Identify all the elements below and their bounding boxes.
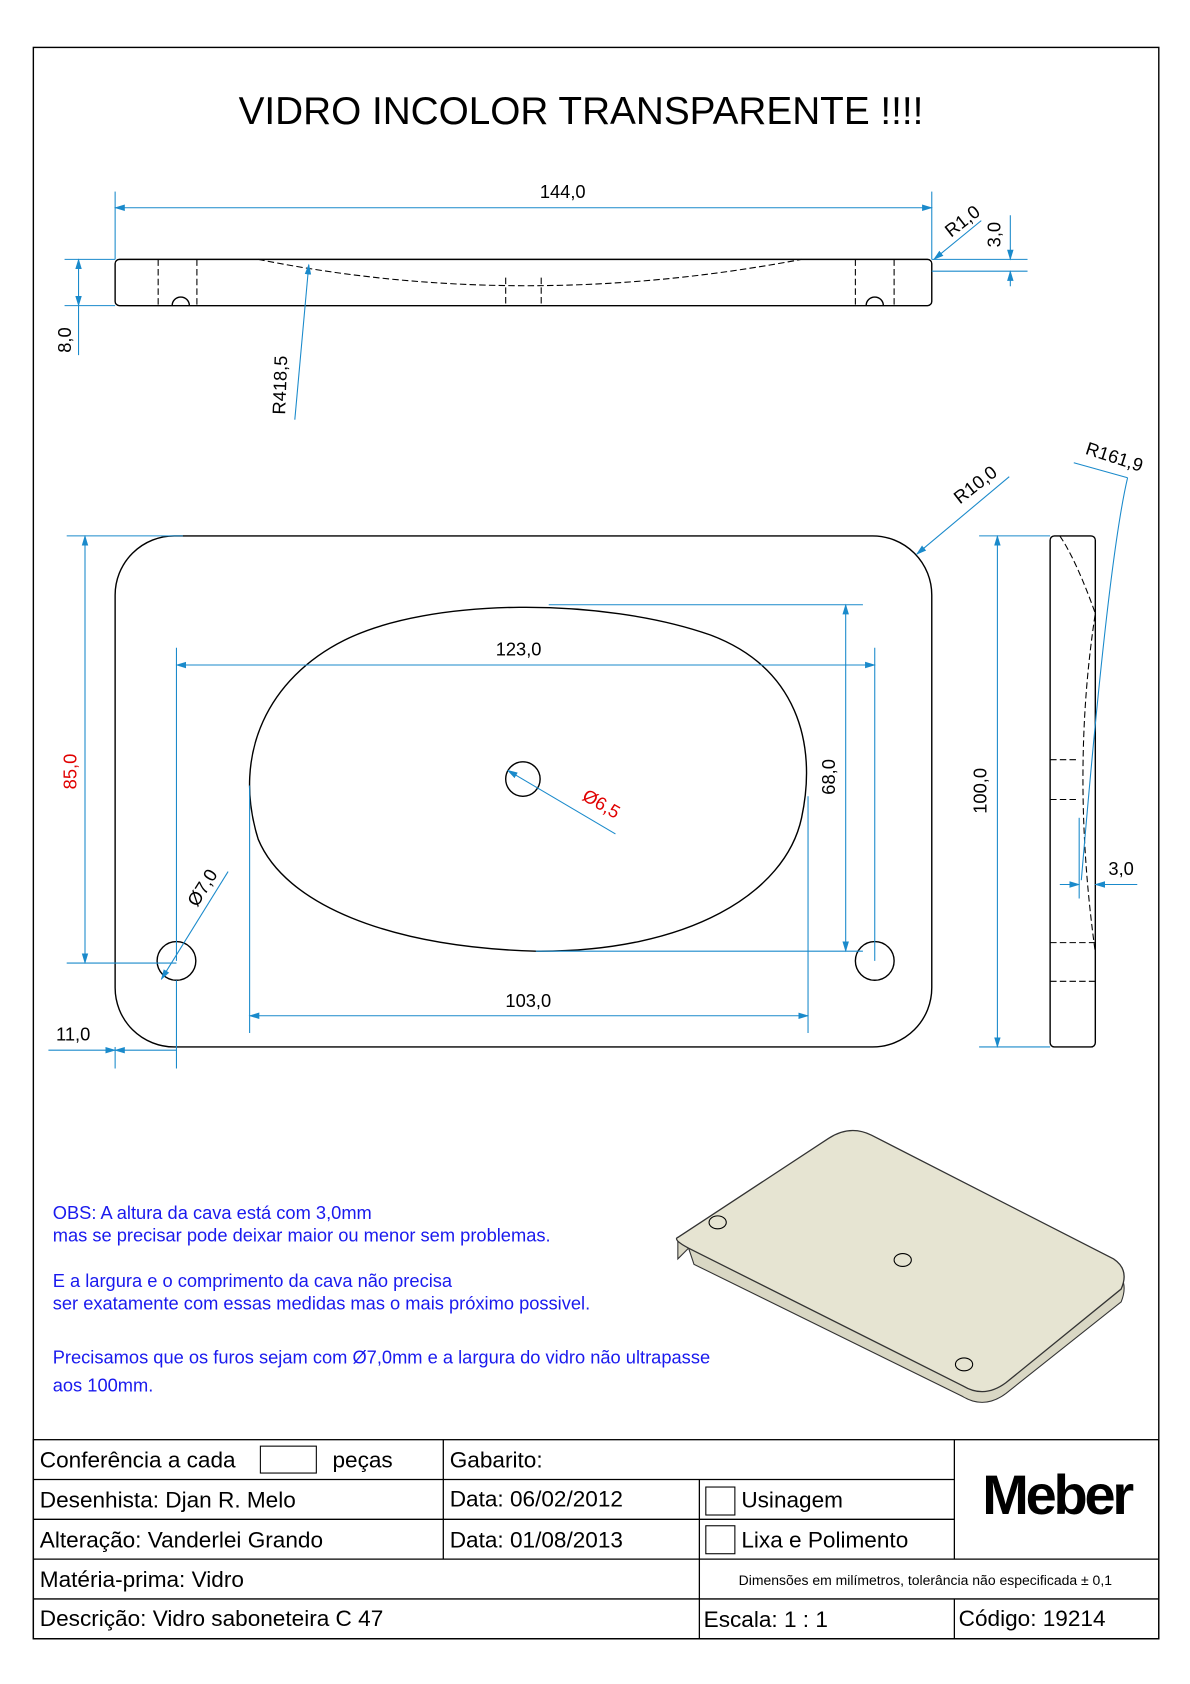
dim-radius-418: R418,5 — [268, 355, 291, 415]
notes: OBS: A altura da cava está com 3,0mm mas… — [53, 1202, 710, 1395]
data-desenho: Data: 06/02/2012 — [450, 1486, 623, 1511]
top-view-outline — [114, 258, 933, 307]
front-view: 85,0 123,0 68,0 Ø6,5 Ø7,0 103,0 11,0 R10… — [48, 461, 1010, 1069]
lixa-checkbox[interactable] — [705, 1525, 736, 1555]
note-line: ser exatamente com essas medidas mas o m… — [53, 1293, 590, 1314]
meber-logo: Meber — [982, 1463, 1133, 1526]
pecas-label: peças — [332, 1448, 392, 1473]
cava-outline — [248, 606, 808, 952]
alteracao: Alteração: Vanderlei Grando — [40, 1527, 323, 1552]
dim-side-radius-161: R161,9 — [1083, 437, 1146, 475]
dim-length-144: 144,0 — [540, 181, 586, 202]
dim-corner-radius-10: R10,0 — [949, 461, 1000, 508]
dim-radius-1: R1,0 — [941, 201, 984, 241]
escala: Escala: 1 : 1 — [704, 1607, 828, 1632]
conferencia-input[interactable] — [259, 1445, 317, 1474]
dim-side-cava-3: 3,0 — [1108, 858, 1133, 879]
dim-cava-length-123: 123,0 — [496, 638, 542, 659]
descricao: Descrição: Vidro saboneteira C 47 — [40, 1606, 383, 1631]
tolerancia-note: Dimensões em milímetros, tolerância não … — [739, 1572, 1113, 1588]
side-view-cava — [1059, 535, 1096, 953]
dim-hole-offset-11: 11,0 — [56, 1024, 90, 1045]
codigo: Código: 19214 — [959, 1606, 1106, 1631]
dim-hole-spacing-103: 103,0 — [505, 990, 551, 1011]
hole-icon — [865, 296, 885, 306]
top-view: 144,0 8,0 3,0 R1,0 R418,5 — [54, 181, 1028, 420]
note-line: Precisamos que os furos sejam com Ø7,0mm… — [53, 1346, 710, 1367]
gabarito-label: Gabarito: — [450, 1448, 543, 1473]
usinagem-label: Usinagem — [741, 1487, 843, 1512]
materia-prima: Matéria-prima: Vidro — [40, 1567, 244, 1592]
note-line: mas se precisar pode deixar maior ou men… — [53, 1225, 551, 1246]
note-line: aos 100mm. — [53, 1374, 154, 1395]
dim-cava-width-68: 68,0 — [818, 759, 839, 795]
center-hole — [504, 761, 541, 797]
usinagem-checkbox[interactable] — [705, 1486, 736, 1516]
dim-thickness-8: 8,0 — [54, 327, 75, 352]
lixa-label: Lixa e Polimento — [741, 1527, 908, 1552]
dim-cava-depth-3: 3,0 — [984, 222, 1005, 247]
data-alteracao: Data: 01/08/2013 — [450, 1527, 623, 1552]
hole-icon — [171, 296, 191, 306]
dim-width-100: 100,0 — [970, 768, 991, 814]
note-line: OBS: A altura da cava está com 3,0mm — [53, 1202, 372, 1223]
front-view-outline — [114, 535, 933, 1048]
isometric-render — [675, 1129, 1125, 1403]
dim-height-85: 85,0 — [59, 754, 80, 790]
dim-hole-7: Ø7,0 — [183, 865, 222, 910]
desenhista: Desenhista: Djan R. Melo — [40, 1487, 296, 1512]
conferencia-label: Conferência a cada — [40, 1448, 236, 1473]
note-line: E a largura e o comprimento da cava não … — [53, 1270, 453, 1291]
title-block: Conferência a cada peças Gabarito: Desen… — [32, 1439, 1160, 1640]
top-view-cava — [258, 258, 802, 287]
drawing-title: VIDRO INCOLOR TRANSPARENTE !!!! — [239, 90, 924, 133]
side-view-outline — [1049, 535, 1097, 1048]
side-view: 100,0 3,0 R161,9 — [970, 437, 1146, 1049]
radius-leader — [1080, 477, 1129, 881]
